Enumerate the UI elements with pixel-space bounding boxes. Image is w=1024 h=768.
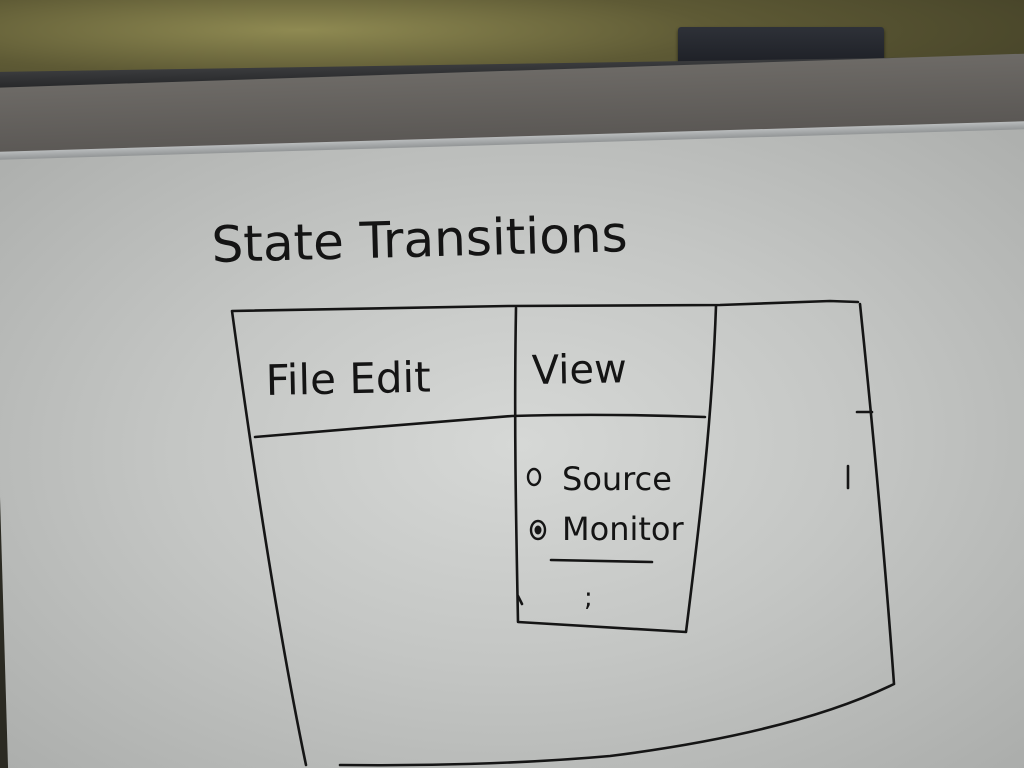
board-title: State Transitions [211,205,628,274]
radio-option-monitor: Monitor [529,510,684,548]
radio-option-source: Source [526,460,672,498]
view-menu-separator [549,558,654,564]
menu-bar-divider [253,413,707,439]
svg-text:Source: Source [562,460,672,498]
radio-unselected-icon [526,467,542,487]
menu-more-indicator: ; [584,583,593,613]
menu-view: View [531,346,627,394]
radio-selected-icon [529,519,547,541]
menu-file-edit: File Edit [265,353,431,405]
svg-text:Monitor: Monitor [562,510,684,548]
window-outline [230,299,896,767]
